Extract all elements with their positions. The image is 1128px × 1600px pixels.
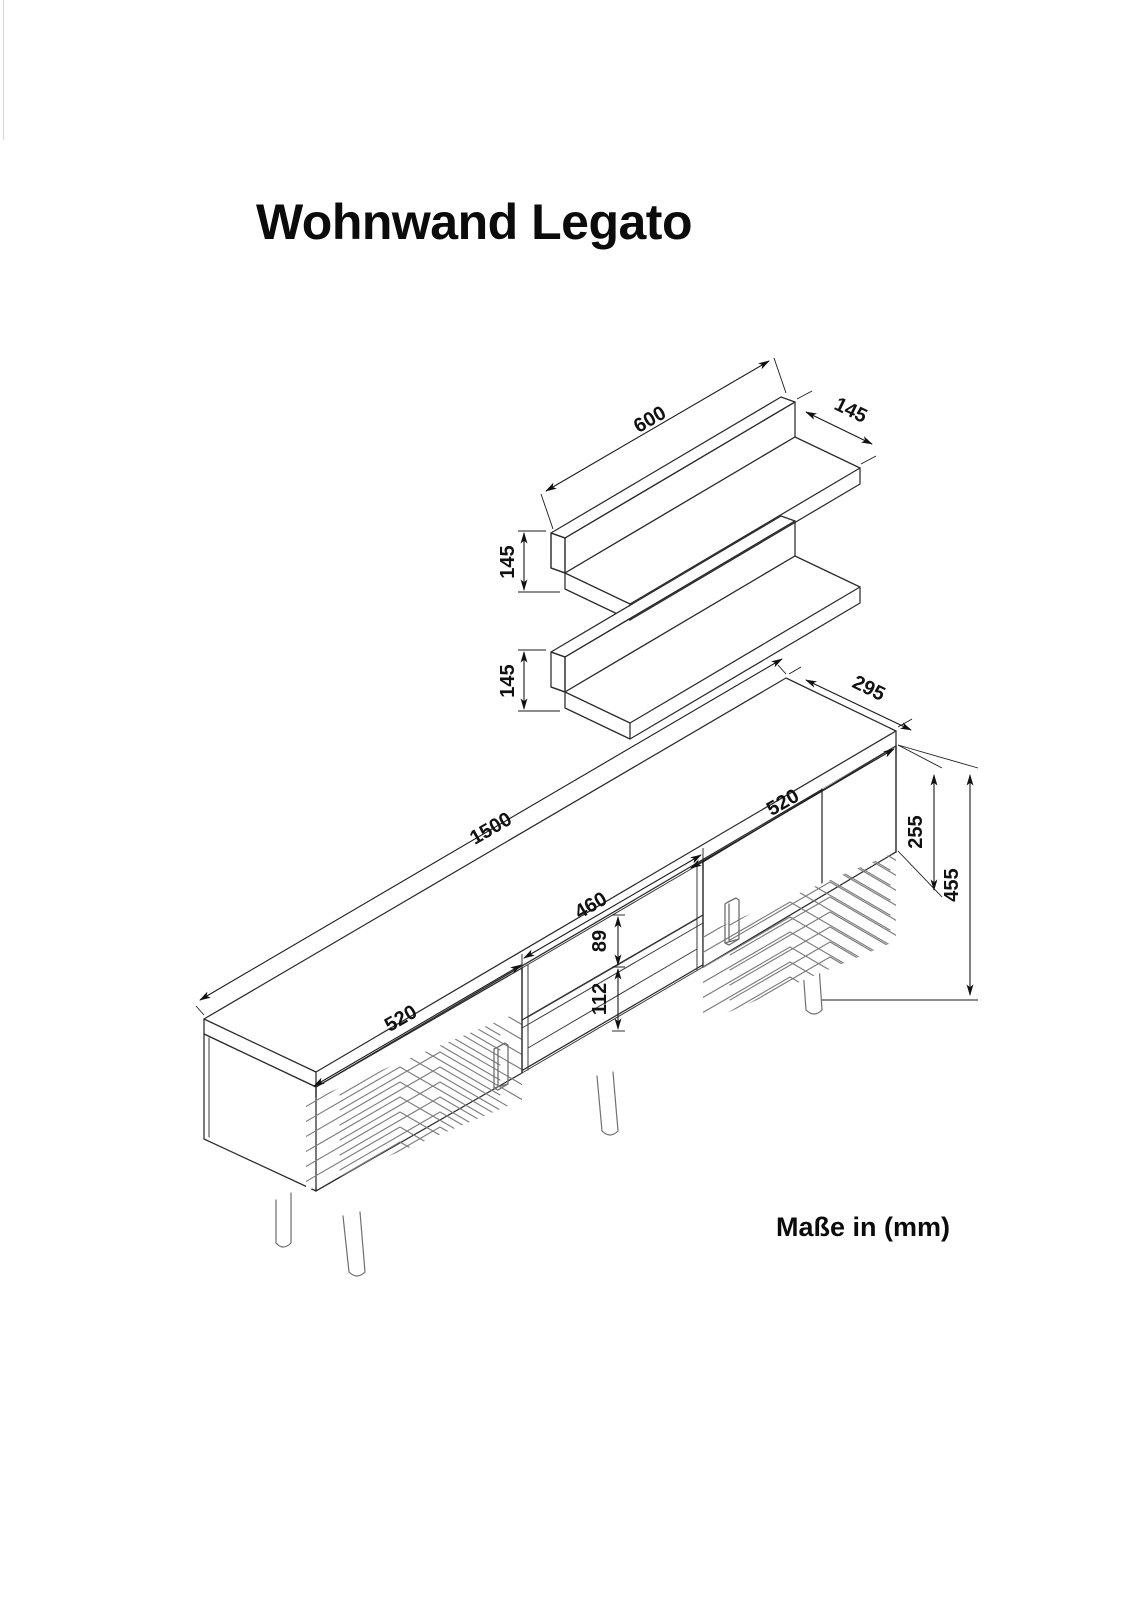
dim-open-lower-112: 112 — [589, 966, 625, 1032]
dim-label-255: 255 — [905, 815, 927, 848]
dim-label-112: 112 — [589, 983, 611, 1015]
tv-lowboard — [203, 677, 897, 1277]
page-edge-line — [3, 0, 4, 140]
units-note: Maße in (mm) — [776, 1212, 951, 1242]
page-title: Wohnwand Legato — [256, 194, 692, 250]
dim-label-145-depth: 145 — [831, 393, 871, 427]
dim-label-145-height-upper: 145 — [497, 545, 519, 578]
dim-label-295: 295 — [849, 671, 889, 705]
dim-total-height-455: 455 — [822, 744, 979, 1001]
lowboard-legs — [275, 950, 823, 1277]
dim-label-89: 89 — [589, 930, 611, 952]
dim-label-145-height-lower: 145 — [497, 664, 519, 697]
dim-label-600: 600 — [630, 402, 670, 438]
dim-label-455: 455 — [941, 868, 963, 901]
dim-shelf-height-145-upper: 145 — [497, 530, 560, 593]
dim-body-height-255: 255 — [897, 744, 943, 898]
